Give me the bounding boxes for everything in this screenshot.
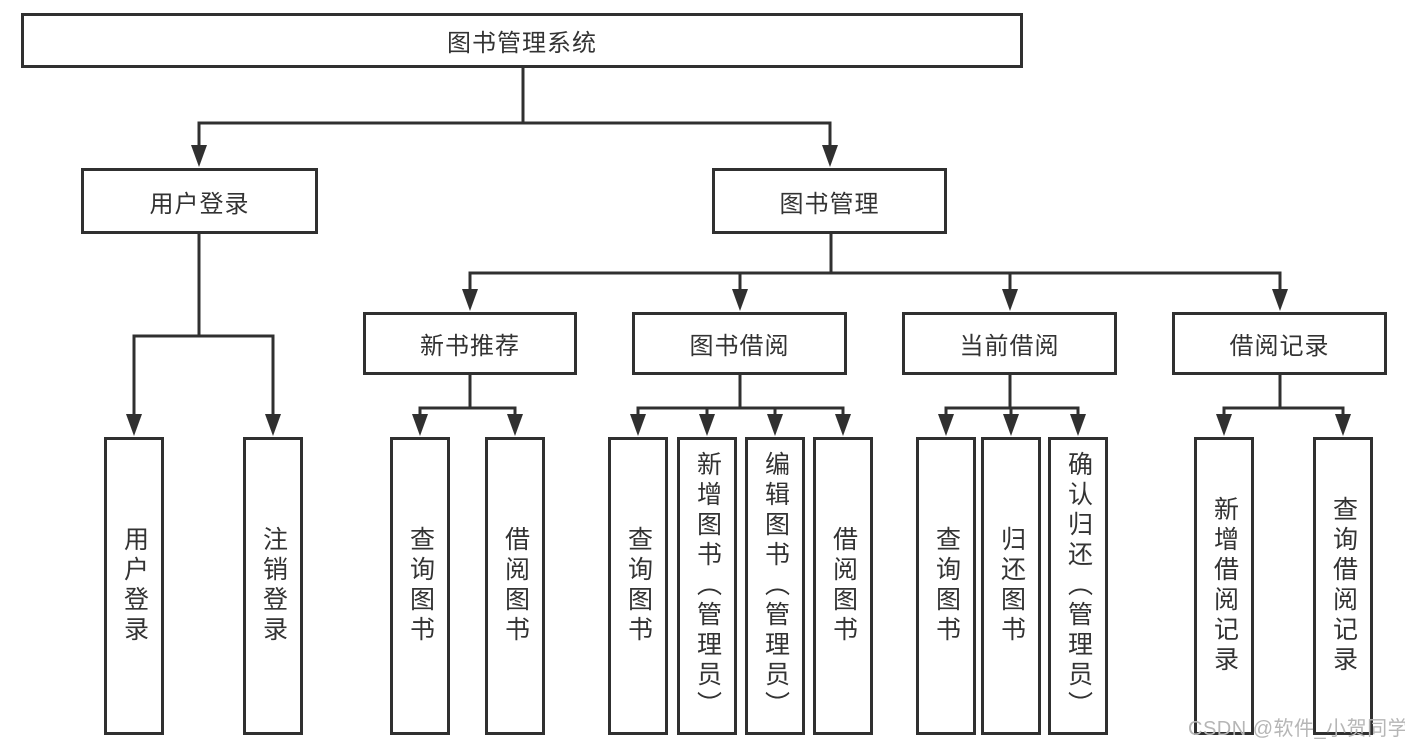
csdn-watermark: CSDN @软件_小贺同学 [1188, 718, 1405, 740]
arrowhead-borrow-records [1272, 289, 1288, 311]
arrowhead-cb-return-book [1003, 414, 1019, 436]
node-label: 图书借阅 [689, 333, 790, 360]
node-label: 查询借阅记录 [1329, 496, 1358, 676]
arrowhead-book-management [822, 145, 838, 167]
connector-book-borrow-to-children [636, 375, 845, 417]
node-book-management: 图书管理 [712, 168, 947, 234]
arrowhead-current-borrow [1002, 289, 1018, 311]
node-label: 查询图书 [624, 526, 653, 646]
node-label: 借阅图书 [501, 526, 530, 646]
arrowhead-bb-edit-book [767, 414, 783, 436]
node-new-book-recommend: 新书推荐 [363, 312, 577, 375]
arrowhead-new-book-recommend [462, 289, 478, 311]
connector-new-book-recommend-to-children [418, 375, 517, 417]
node-current-borrow: 当前借阅 [902, 312, 1117, 375]
leaf-br-add-record: 新增借阅记录 [1194, 437, 1254, 735]
node-label: 新增借阅记录 [1210, 496, 1239, 676]
arrowhead-br-add-record [1216, 414, 1232, 436]
connector-root-to-level1 [197, 68, 832, 147]
node-label: 借阅图书 [829, 526, 858, 646]
leaf-bb-borrow-book: 借阅图书 [813, 437, 873, 735]
arrowhead-user-login [191, 145, 207, 167]
leaf-rec-query-book: 查询图书 [390, 437, 450, 735]
leaf-bb-query-book: 查询图书 [608, 437, 668, 735]
node-label: 用户登录 [120, 526, 149, 646]
node-label: 查询图书 [932, 526, 961, 646]
arrowhead-cb-confirm-return [1070, 414, 1086, 436]
node-label: 图书管理系统 [447, 30, 597, 57]
leaf-bb-add-book-admin: 新增图书（管理员） [677, 437, 737, 735]
arrowhead-leaf-user-login [126, 414, 142, 436]
arrowhead-br-query-record [1335, 414, 1351, 436]
node-label: 确认归还（管理员） [1064, 451, 1093, 721]
leaf-bb-edit-book-admin: 编辑图书（管理员） [745, 437, 805, 735]
node-label: 归还图书 [997, 526, 1026, 646]
arrowhead-cb-query-book [938, 414, 954, 436]
connector-book-management-to-level2 [468, 233, 1282, 293]
leaf-cb-return-book: 归还图书 [981, 437, 1041, 735]
node-borrow-records: 借阅记录 [1172, 312, 1387, 375]
arrowhead-book-borrow [732, 289, 748, 311]
leaf-rec-borrow-book: 借阅图书 [485, 437, 545, 735]
arrowhead-leaf-logout [265, 414, 281, 436]
node-label: 编辑图书（管理员） [761, 451, 790, 721]
connector-current-borrow-to-children [944, 375, 1080, 417]
node-book-borrow: 图书借阅 [632, 312, 847, 375]
node-label: 注销登录 [259, 526, 288, 646]
connector-borrow-records-to-children [1222, 375, 1345, 417]
connector-user-login-to-children [132, 234, 275, 416]
leaf-logout: 注销登录 [243, 437, 303, 735]
arrowhead-rec-borrow-book [507, 414, 523, 436]
node-root-library-management-system: 图书管理系统 [21, 13, 1023, 68]
node-label: 图书管理 [779, 190, 880, 218]
arrowhead-bb-add-book [699, 414, 715, 436]
arrowheads [126, 145, 1351, 436]
leaf-br-query-record: 查询借阅记录 [1313, 437, 1373, 735]
arrowhead-bb-borrow-book [835, 414, 851, 436]
leaf-cb-confirm-return-admin: 确认归还（管理员） [1048, 437, 1108, 735]
node-label: 当前借阅 [959, 333, 1060, 360]
arrowhead-rec-query-book [412, 414, 428, 436]
leaf-cb-query-book: 查询图书 [916, 437, 976, 735]
arrowhead-bb-query-book [630, 414, 646, 436]
leaf-user-login: 用户登录 [104, 437, 164, 735]
node-label: 查询图书 [406, 526, 435, 646]
node-label: 新增图书（管理员） [693, 451, 722, 721]
node-user-login: 用户登录 [81, 168, 318, 234]
node-label: 新书推荐 [420, 333, 520, 360]
node-label: 用户登录 [149, 190, 250, 218]
node-label: 借阅记录 [1229, 333, 1330, 360]
